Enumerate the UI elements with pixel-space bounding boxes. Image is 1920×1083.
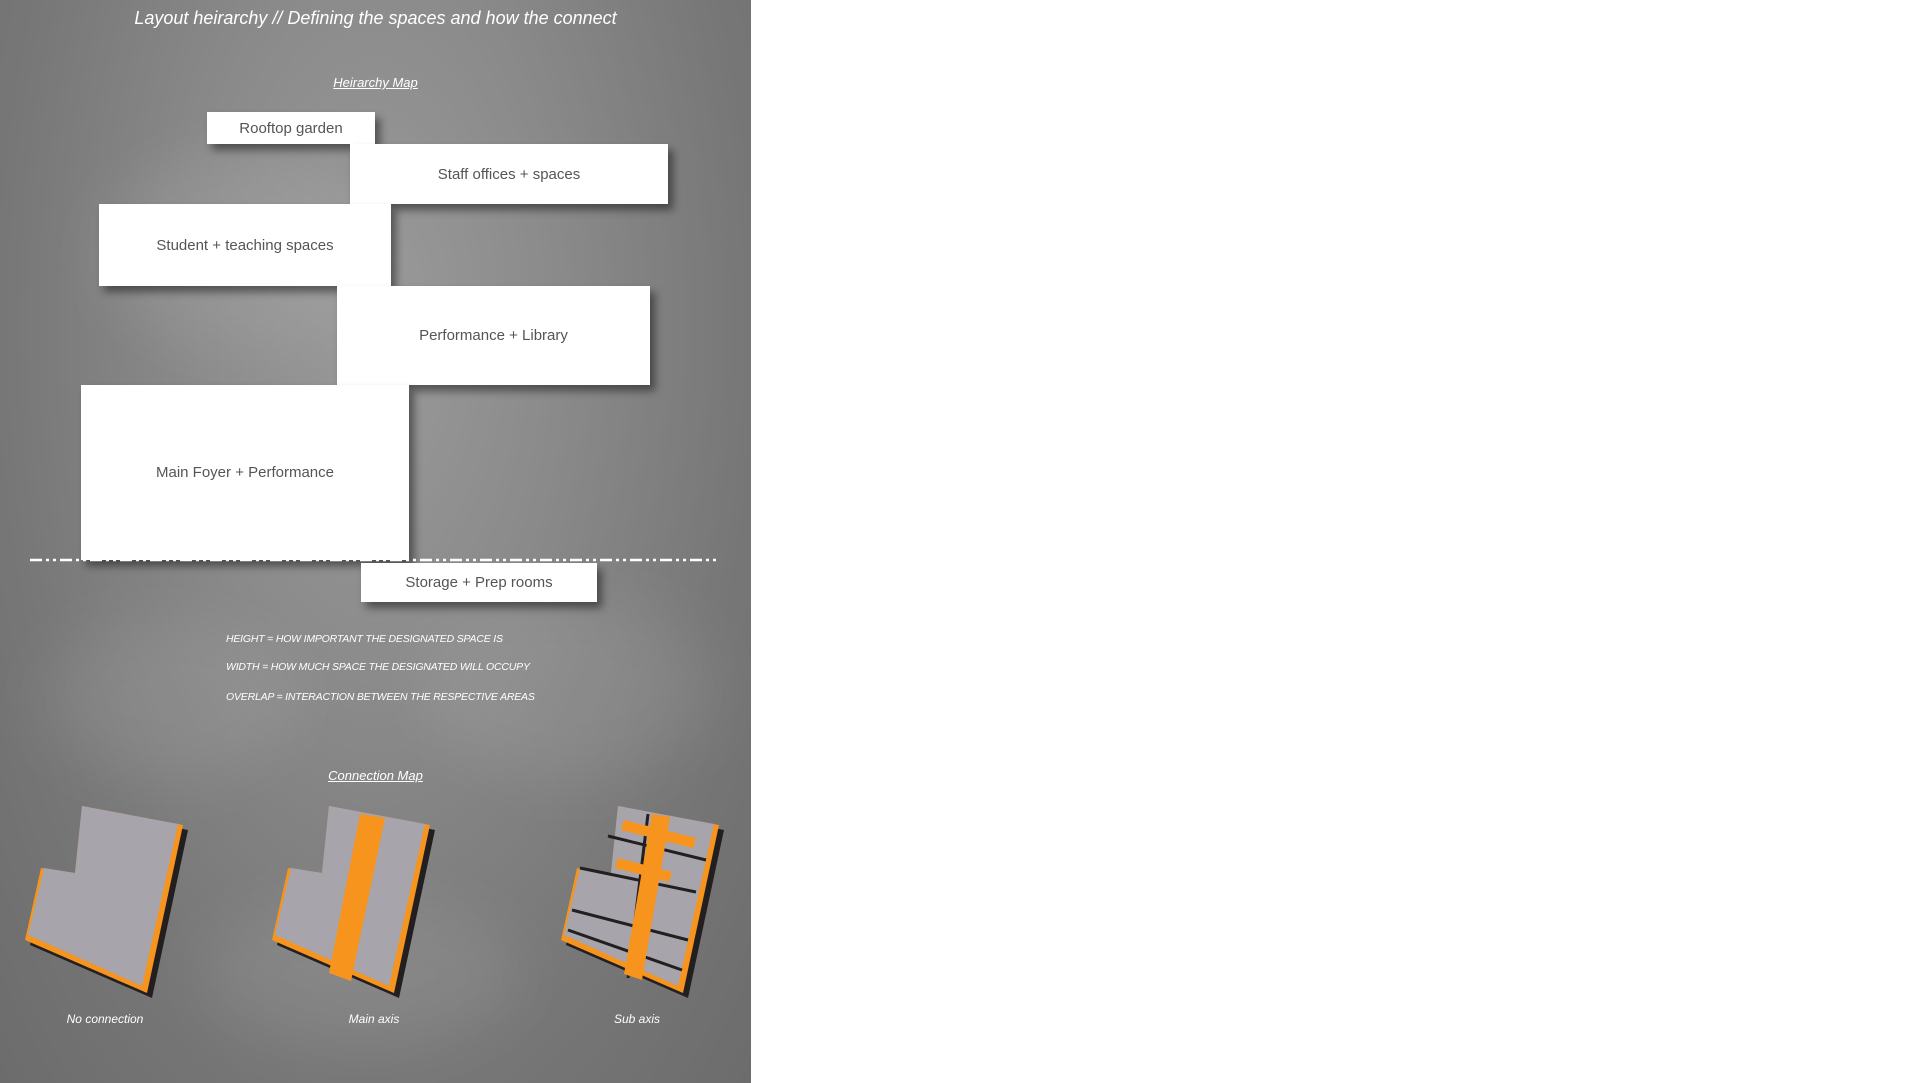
plan-label-no-connection: No connection [66, 1012, 144, 1026]
legend-height: HEIGHT = HOW IMPORTANT THE DESIGNATED SP… [226, 633, 503, 645]
legend-width: WIDTH = HOW MUCH SPACE THE DESIGNATED WI… [226, 661, 530, 673]
block-main-foyer: Main Foyer + Performance [81, 385, 409, 560]
sub-axis-cross-corridor-lower [615, 858, 672, 882]
main-axis-corridor [329, 814, 385, 981]
block-student-teaching: Student + teaching spaces [99, 204, 391, 286]
presentation-board: Layout heirarchy // Defining the spaces … [0, 0, 751, 1083]
hierarchy-map-title: Heirarchy Map [333, 75, 418, 90]
plan-main-axis [272, 806, 435, 998]
connection-map-title: Connection Map [328, 768, 423, 783]
ground-line [30, 558, 720, 562]
block-performance-library: Performance + Library [337, 286, 650, 385]
sub-axis-cross-corridor-upper [621, 820, 696, 848]
legend-overlap: OVERLAP = INTERACTION BETWEEN THE RESPEC… [226, 691, 535, 703]
plan-label-main-axis: Main axis [348, 1012, 400, 1026]
plan-sub-axis [561, 806, 724, 998]
page-title: Layout heirarchy // Defining the spaces … [134, 8, 617, 28]
plan-no-connection [25, 806, 188, 998]
plan-label-sub-axis: Sub axis [613, 1012, 661, 1026]
sub-axis-main-corridor [624, 814, 670, 980]
block-rooftop-garden: Rooftop garden [207, 112, 375, 144]
block-staff-offices: Staff offices + spaces [350, 144, 668, 204]
block-storage-prep: Storage + Prep rooms [361, 563, 597, 602]
